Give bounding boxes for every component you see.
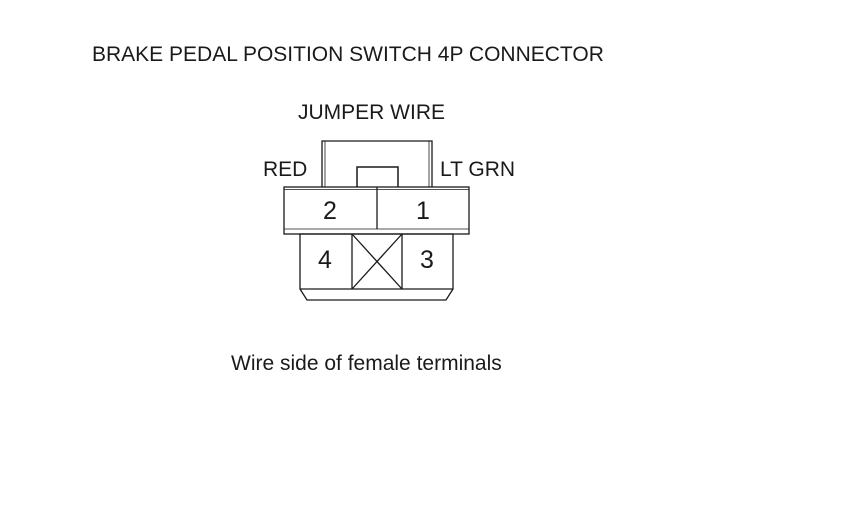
locking-tab bbox=[356, 166, 399, 187]
terminal-4-label: 4 bbox=[318, 246, 332, 274]
terminal-1-label: 1 bbox=[416, 197, 430, 225]
bottom-terminal-row bbox=[299, 233, 454, 301]
wire-color-left-label: RED bbox=[263, 158, 308, 181]
terminal-3-label: 3 bbox=[420, 246, 434, 274]
wire-color-right-label: LT GRN bbox=[440, 158, 516, 181]
view-caption: Wire side of female terminals bbox=[231, 352, 502, 375]
jumper-wire-label: JUMPER WIRE bbox=[298, 101, 445, 124]
jumper-wire bbox=[321, 140, 433, 187]
terminal-2-label: 2 bbox=[323, 197, 337, 225]
empty-cavity-x bbox=[351, 233, 403, 290]
diagram-title: BRAKE PEDAL POSITION SWITCH 4P CONNECTOR bbox=[92, 43, 604, 66]
